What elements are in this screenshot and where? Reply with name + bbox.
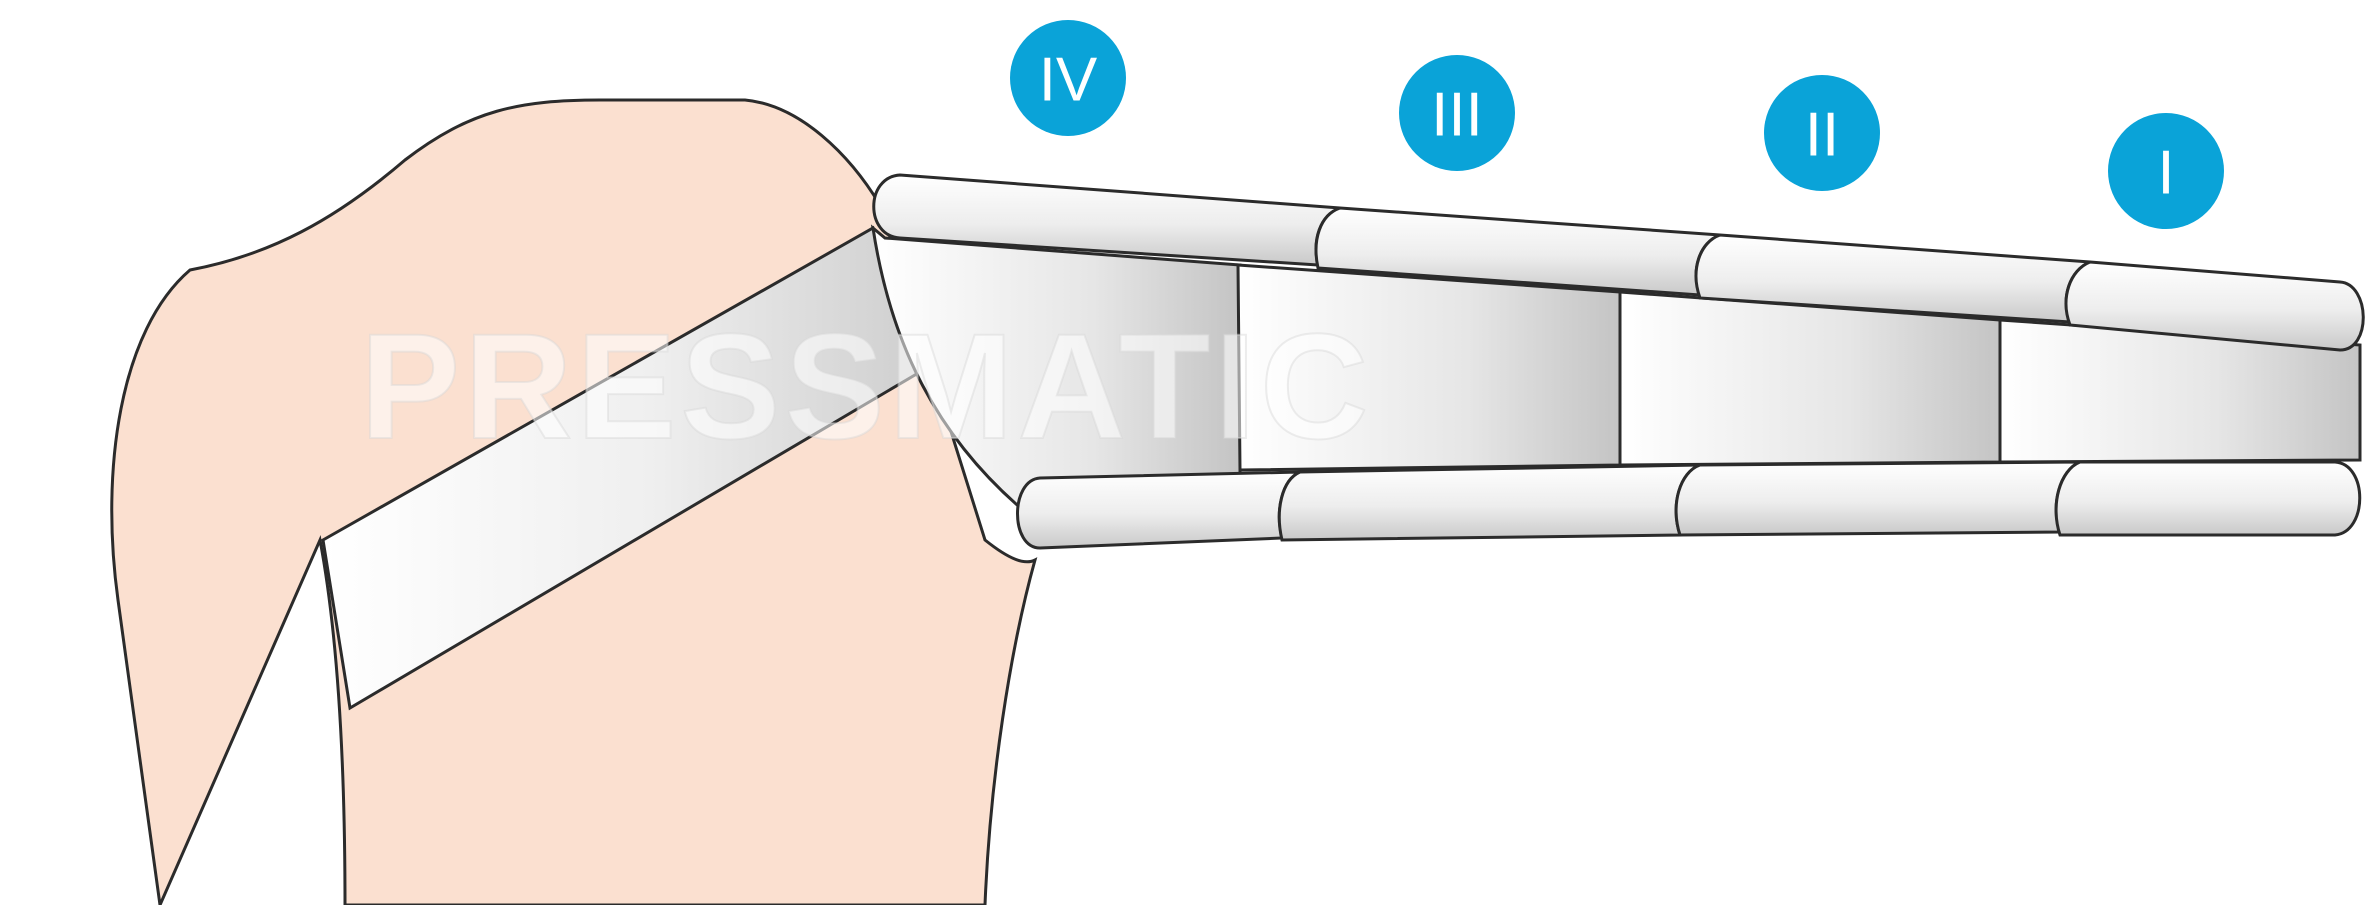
zone-badge-i: I xyxy=(2108,113,2224,229)
zone-badge-ii: II xyxy=(1764,75,1880,191)
watermark-text: PRESSMATIC xyxy=(360,302,1372,470)
sleeve-panel-ii xyxy=(1620,292,2000,465)
bottom-tube-chamber-iii xyxy=(1279,465,1700,540)
zone-badge-iv-label: IV xyxy=(1039,46,1098,115)
zone-badge-ii-label: II xyxy=(1805,101,1839,170)
zone-badge-iv: IV xyxy=(1010,20,1126,136)
bottom-tube-chamber-iv xyxy=(1018,472,1301,548)
bottom-tube-chamber-ii xyxy=(1676,462,2080,535)
zone-badge-iii: III xyxy=(1399,55,1515,171)
bottom-tube-chamber-i xyxy=(2056,462,2360,535)
zone-badge-i-label: I xyxy=(2157,139,2174,208)
bottom-tube xyxy=(1018,462,2360,548)
zone-badge-iii-label: III xyxy=(1431,81,1483,150)
